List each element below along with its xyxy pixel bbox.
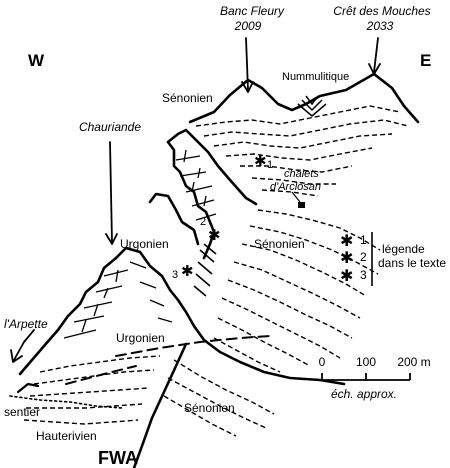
bedding-texture: [23, 105, 409, 437]
unit-urgonien-upper: Urgonien: [120, 237, 169, 251]
place-arpette: l'Arpette: [4, 317, 48, 331]
unit-urgonien-lower: Urgonien: [116, 331, 165, 345]
fault-zone-shading: [193, 243, 217, 297]
marker-2-number: 2: [200, 216, 206, 228]
fault-lines: [65, 335, 271, 468]
arrow-chauriande: [109, 141, 113, 243]
marker-3-number: 3: [172, 269, 178, 281]
scale-tick-100: 100: [356, 355, 376, 369]
unit-senonien-mid: Sénonien: [254, 237, 305, 251]
legend-item-2: 2: [360, 250, 367, 264]
arrow-arpette: [13, 329, 35, 361]
chalets-marker: [298, 202, 305, 208]
legend-symbol-2: ✱: [340, 250, 353, 267]
place-chalets-line2: d'Arclosan: [270, 181, 321, 193]
limestone-blocks: [63, 149, 217, 339]
chalets-leader-line: [291, 191, 301, 203]
sentier-trail: [9, 395, 123, 409]
arrow-banc-fleury: [245, 37, 249, 91]
marker-1-number: 1: [267, 159, 273, 171]
legend-item-3: 3: [360, 268, 367, 282]
peak-cret-des-mouches-elevation: 2033: [366, 19, 394, 33]
fault-label: FWA: [98, 448, 138, 468]
place-sentier: sentier: [4, 405, 40, 419]
place-chauriande: Chauriande: [79, 120, 141, 134]
scale-tick-0: 0: [319, 355, 326, 369]
unit-nummulitique: Nummulitique: [282, 71, 349, 83]
peak-banc-fleury-name: Banc Fleury: [220, 4, 285, 18]
peak-banc-fleury-elevation: 2009: [234, 19, 262, 33]
legend-symbol-3: ✱: [340, 268, 353, 285]
marker-3-asterisk: ✱: [181, 263, 194, 280]
terrain-outline: [16, 72, 420, 394]
legend-symbol-1: ✱: [340, 233, 353, 250]
west-label: W: [28, 51, 45, 70]
peak-cret-des-mouches-name: Crêt des Mouches: [333, 4, 430, 18]
scale-caption: éch. approx.: [331, 387, 397, 401]
legend: ✱ 1 ✱ 2 ✱ 3 légende dans le texte: [340, 232, 446, 286]
scale-tick-200: 200 m: [397, 355, 430, 369]
unit-hauterivien: Hauterivien: [36, 429, 97, 443]
marker-2-asterisk: ✱: [208, 227, 221, 244]
nummulitique-syncline: [297, 95, 327, 117]
east-label: E: [420, 51, 431, 70]
legend-text-line2: dans le texte: [378, 256, 446, 270]
legend-item-1: 1: [360, 233, 367, 247]
scale-bar: 0 100 200 m éch. approx.: [319, 355, 431, 401]
arrows: [10, 37, 381, 363]
legend-text-line1: légende: [382, 242, 425, 256]
place-chalets-line1: chalets: [284, 168, 319, 180]
unit-senonien-top: Sénonien: [162, 91, 213, 105]
arrow-cret-des-mouches: [373, 37, 379, 73]
marker-1-asterisk: ✱: [254, 153, 267, 170]
unit-senonien-bottom: Sénonien: [184, 401, 235, 415]
